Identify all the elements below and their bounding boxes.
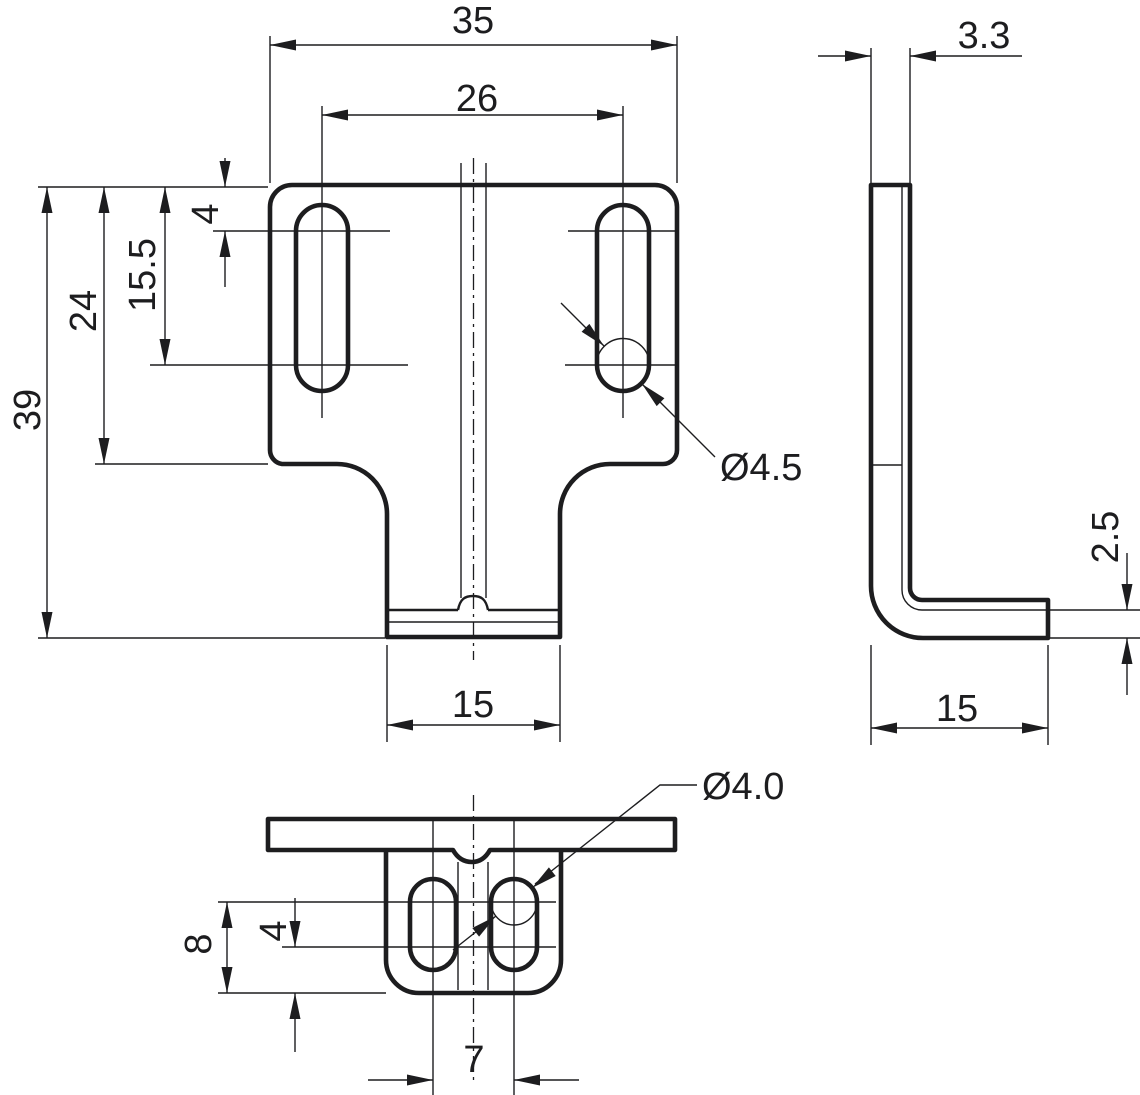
dim-side-sheet-thickness: 2.5	[1085, 511, 1127, 564]
dim-front-tab-width: 15	[452, 684, 494, 726]
front-dim-arrows	[41, 39, 677, 731]
dim-front-slot-spacing: 26	[456, 78, 498, 120]
bottom-dim-arrows	[221, 867, 556, 1086]
front-outline	[267, 182, 680, 640]
dim-front-slot-top-offset: 4	[185, 203, 227, 224]
side-outline	[868, 182, 1051, 641]
front-view: 35 26 4 15.5 24 39 15 Ø4.5	[7, 0, 802, 742]
side-dim-arrows	[845, 50, 1133, 734]
bottom-rib-lines	[457, 862, 489, 990]
dim-front-overall-height: 39	[7, 389, 49, 431]
side-inner-surface	[901, 186, 1140, 611]
dim-front-slot-bottom-offset: 15.5	[122, 238, 164, 312]
dim-bottom-slot-diameter: Ø4.0	[702, 766, 784, 808]
bottom-flange-outline	[265, 816, 678, 865]
front-rib-lines	[460, 163, 487, 598]
side-detail-lines	[818, 48, 1140, 745]
dim-front-slot-diameter: Ø4.5	[720, 447, 802, 489]
dim-side-overall-depth: 3.3	[958, 15, 1011, 57]
dim-front-shoulder-height: 24	[63, 290, 105, 332]
dim-front-overall-width: 35	[452, 0, 494, 42]
dim-bottom-slot-inner-to-edge: 4	[253, 920, 295, 941]
dim-bottom-slot-pitch: 7	[463, 1039, 484, 1081]
bottom-view: 8 4 7 Ø4.0	[178, 766, 784, 1095]
side-view: 3.3 2.5 15	[818, 15, 1140, 745]
dim-bottom-slot-to-edge: 8	[178, 933, 220, 954]
dim-side-foot-length: 15	[936, 688, 978, 730]
